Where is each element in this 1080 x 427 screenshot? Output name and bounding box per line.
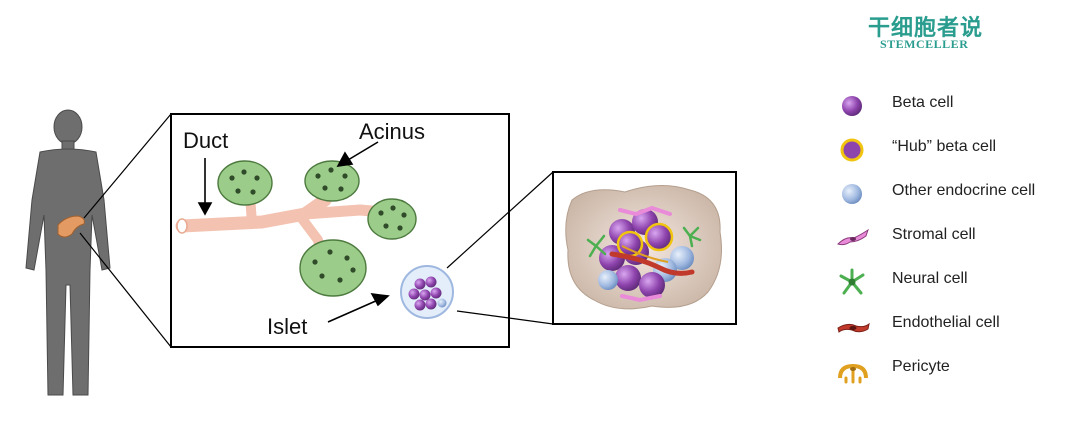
legend-label: Endothelial cell [892, 314, 1000, 331]
pericyte-icon [838, 363, 868, 384]
cell-type-legend: Beta cell “Hub” beta cell Other endocrin… [836, 88, 1076, 396]
acinus-cluster [367, 198, 417, 240]
human-body-silhouette [25, 109, 111, 396]
stromal-cell-icon [837, 228, 869, 246]
legend-item-beta-cell: Beta cell [836, 88, 1076, 132]
hub-beta-cell-icon [840, 138, 864, 162]
endothelial-cell-icon [837, 322, 870, 333]
zoom-line [79, 232, 172, 348]
zoom-line [83, 113, 172, 219]
legend-label: “Hub” beta cell [892, 138, 997, 155]
islet-label: Islet [267, 314, 307, 339]
brand-name-cn: 干细胞者说 [868, 16, 984, 41]
acinus-label: Acinus [359, 119, 425, 144]
legend-label: Other endocrine cell [892, 182, 1036, 199]
legend-label: Stromal cell [892, 226, 976, 243]
pancreas-organ [57, 215, 85, 238]
zoom-line [446, 171, 554, 269]
islet-small [400, 265, 454, 319]
duct-opening [176, 218, 188, 234]
legend-label: Beta cell [892, 94, 954, 111]
pancreas-tissue-panel [170, 113, 510, 348]
other-endocrine-cell-icon [842, 184, 862, 204]
beta-cell-icon [842, 96, 862, 116]
acinus-cluster [304, 160, 360, 202]
legend-item-neural-cell: Neural cell [836, 264, 1076, 308]
brand-name-en: STEMCELLER [880, 37, 969, 51]
zoom-line [456, 310, 554, 325]
legend-label: Neural cell [892, 270, 968, 287]
islet-cell-cluster [586, 205, 702, 303]
legend-item-hub-beta-cell: “Hub” beta cell [836, 132, 1076, 176]
acinus-cluster [299, 239, 367, 297]
acinus-cluster [217, 160, 273, 206]
legend-item-endothelial-cell: Endothelial cell [836, 308, 1076, 352]
neural-cell-icon [839, 268, 865, 295]
legend-item-other-endocrine-cell: Other endocrine cell [836, 176, 1076, 220]
legend-item-stromal-cell: Stromal cell [836, 220, 1076, 264]
legend-label: Pericyte [892, 358, 950, 375]
legend-item-pericyte: Pericyte [836, 352, 1076, 396]
label-arrows [197, 141, 390, 323]
brand-logo: 干细胞者说 STEMCELLER [868, 10, 1008, 54]
duct-label: Duct [183, 128, 228, 153]
